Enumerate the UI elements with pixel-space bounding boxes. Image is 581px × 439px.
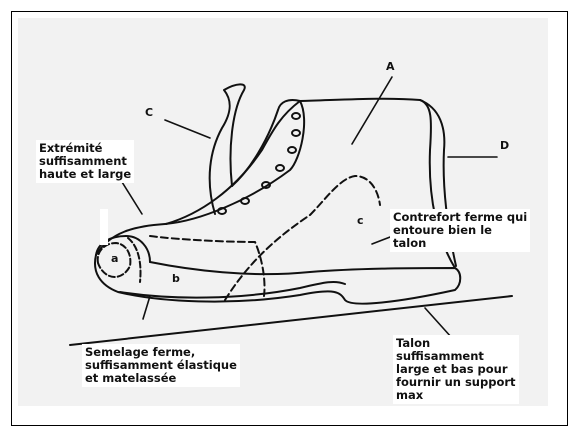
letter-A: A: [386, 60, 395, 73]
label-heel: Talon suffisamment large et bas pour fou…: [393, 335, 519, 404]
leader-toe: [122, 182, 142, 214]
letter-b: b: [172, 272, 180, 285]
leader-C: [165, 120, 210, 138]
leader-A: [352, 77, 392, 144]
letter-a: a: [111, 252, 118, 265]
leader-sole: [143, 296, 150, 319]
toe-callout-box: [100, 209, 108, 245]
label-sole: Semelage ferme, suffisamment élastique e…: [82, 344, 240, 387]
tongue: [210, 84, 245, 214]
letter-c: c: [357, 214, 364, 227]
letter-C: C: [145, 106, 153, 119]
leader-lines: [122, 77, 497, 338]
label-counter: Contrefort ferme qui entoure bien le tal…: [390, 209, 530, 252]
leader-heel: [425, 308, 452, 338]
letter-D: D: [500, 139, 509, 152]
label-toe: Extrémité suffisamment haute et large: [36, 140, 134, 183]
counter-dashed: [225, 176, 380, 300]
